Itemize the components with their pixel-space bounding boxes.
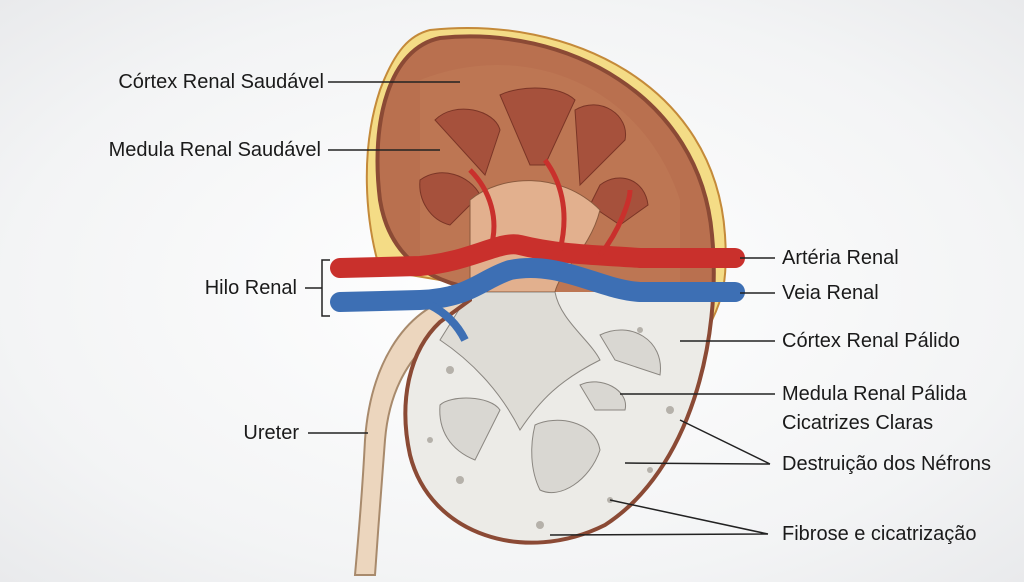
label-scars: Cicatrizes Claras [782, 412, 934, 434]
label-hilum: Hilo Renal [204, 277, 297, 299]
label-cortex-healthy: Córtex Renal Saudável [118, 71, 324, 93]
label-medulla-pale: Medula Renal Pálida [782, 383, 967, 405]
healthy-medulla-pyramid [574, 104, 626, 187]
renal-pelvis-pale [439, 292, 601, 431]
pale-medulla-pyramid [579, 381, 626, 411]
label-medulla-healthy: Medula Renal Saudável [108, 139, 321, 161]
ureter [353, 293, 472, 576]
label-cortex-pale: Córtex Renal Pálido [782, 330, 960, 352]
pale-medulla-pyramid [531, 419, 601, 494]
label-ureter: Ureter [243, 422, 299, 444]
leader-lines [305, 81, 775, 536]
pale-medulla-pyramid [599, 329, 661, 376]
label-nephron-destruction: Destruição dos Néfrons [782, 453, 991, 475]
healthy-medulla-pyramid [434, 108, 501, 176]
renal-artery [330, 234, 745, 278]
pale-medulla-pyramid [439, 397, 501, 461]
renal-vein [330, 258, 745, 312]
label-artery: Artéria Renal [782, 247, 899, 269]
healthy-medulla-pyramid [499, 87, 576, 166]
healthy-medulla-pyramid [419, 172, 481, 226]
label-fibrosis: Fibrose e cicatrização [782, 523, 977, 545]
label-vein: Veia Renal [782, 282, 879, 304]
healthy-medulla-pyramid [589, 177, 649, 226]
